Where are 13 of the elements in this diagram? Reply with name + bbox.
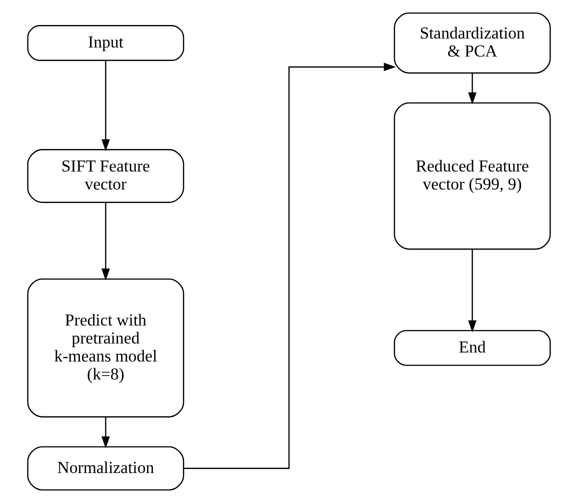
arrow — [468, 73, 476, 104]
node-box: Normalization — [26, 446, 184, 491]
arrow — [100, 202, 110, 281]
arrow — [468, 249, 476, 332]
arrow — [183, 62, 396, 469]
node-box: SIFT Feature vector — [26, 149, 184, 203]
arrow — [100, 60, 110, 152]
node-box: Standardization & PCA — [393, 12, 550, 74]
node-box: Predict with pretrained k-means model (k=8) — [26, 278, 184, 418]
arrow — [100, 416, 110, 448]
node-box: Input — [26, 25, 184, 61]
node-box: Reduced Feature vector (599, 9) — [393, 102, 550, 250]
node-box: End — [393, 330, 550, 366]
